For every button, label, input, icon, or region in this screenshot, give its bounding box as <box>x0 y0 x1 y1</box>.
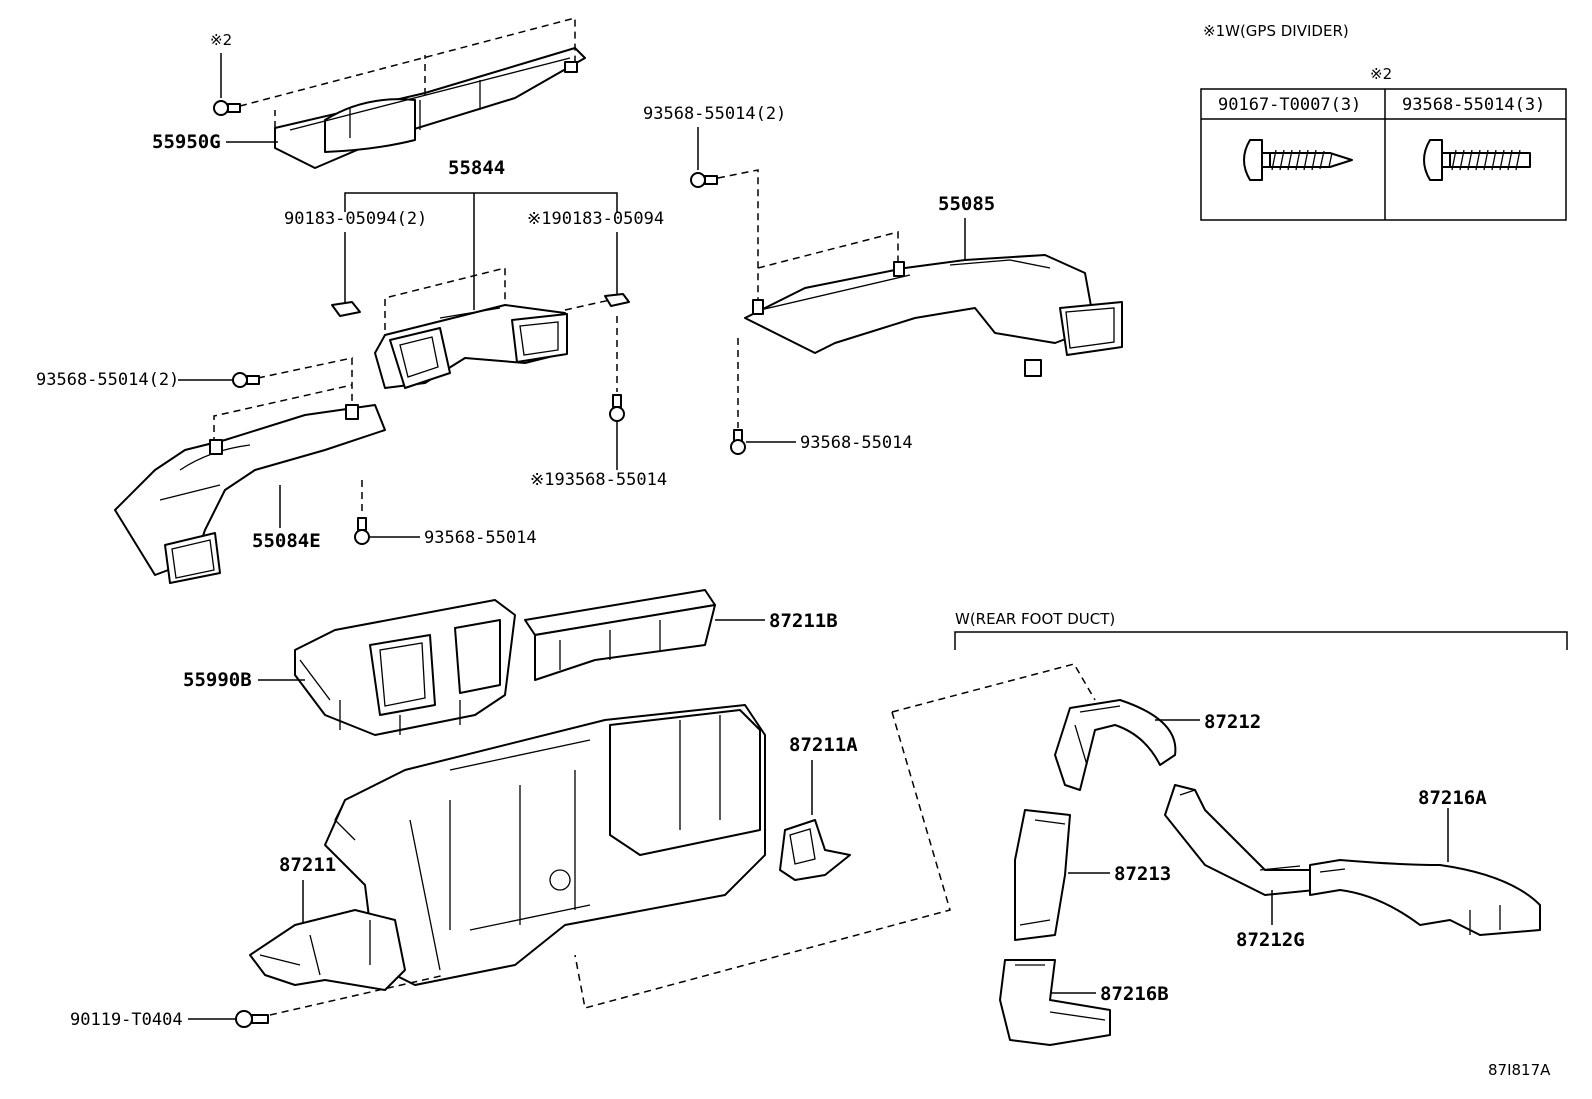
label-87211A: 87211A <box>789 734 858 756</box>
label-90119-T0404: 90119-T0404 <box>70 1010 183 1030</box>
part-87216B <box>999 959 1111 1046</box>
label-90183-05094-2: 90183-05094(2) <box>284 209 427 229</box>
part-87211A <box>779 819 851 881</box>
part-87213 <box>1014 809 1071 941</box>
legend-table <box>1200 88 1567 221</box>
label-87216A: 87216A <box>1418 787 1487 809</box>
part-55990B <box>294 599 516 736</box>
part-55084E-duct <box>114 404 386 584</box>
label-note2-top: ※2 <box>210 31 232 49</box>
legend-note: ※2 <box>1370 65 1392 83</box>
label-55990B: 55990B <box>183 669 252 691</box>
part-87216A <box>1309 859 1541 936</box>
label-55085: 55085 <box>938 193 995 215</box>
label-1-90183-05094: ※190183-05094 <box>527 209 664 229</box>
part-hvac-unit <box>324 704 766 986</box>
bolt-icon <box>730 429 746 455</box>
label-rear-foot-duct: W(REAR FOOT DUCT) <box>955 610 1115 628</box>
label-93568-55014-2-top: 93568-55014(2) <box>643 104 786 124</box>
legend-col1: 90167-T0007(3) <box>1218 95 1361 115</box>
label-55084E: 55084E <box>252 530 321 552</box>
tapping-screw-icon <box>1243 139 1353 181</box>
label-87212: 87212 <box>1204 711 1261 733</box>
bolt-icon <box>609 394 625 422</box>
bolt-icon <box>354 517 370 545</box>
bolt-icon <box>213 100 241 116</box>
part-55844-duct <box>374 304 568 389</box>
label-87213: 87213 <box>1114 863 1171 885</box>
part-55950G-duct <box>274 47 586 169</box>
label-93568-55014-low: 93568-55014 <box>424 528 537 548</box>
label-55844: 55844 <box>448 157 505 179</box>
part-87211 <box>249 909 406 991</box>
label-93568-55014-right: 93568-55014 <box>800 433 913 453</box>
label-93568-55014-2-left: 93568-55014(2) <box>36 370 179 390</box>
clip-icon <box>331 293 630 317</box>
bolt-icon <box>235 1010 269 1028</box>
part-87212 <box>1054 699 1177 791</box>
bolt-icon <box>690 172 718 188</box>
part-87211B <box>524 589 716 681</box>
part-87212G <box>1164 784 1316 896</box>
diagram-code: 87I817A <box>1488 1061 1551 1079</box>
machine-screw-icon <box>1423 139 1531 181</box>
label-87212G: 87212G <box>1236 929 1305 951</box>
label-87216B: 87216B <box>1100 983 1169 1005</box>
legend-gps-divider: ※1W(GPS DIVIDER) ※2 90167-T0007(3) 93568… <box>1200 22 1567 221</box>
legend-col2: 93568-55014(3) <box>1402 95 1545 115</box>
bolt-icon <box>232 372 260 388</box>
label-1-93568-55014: ※193568-55014 <box>530 470 667 490</box>
part-55085-duct <box>744 254 1123 377</box>
label-55950G: 55950G <box>152 131 221 153</box>
legend-title: ※1W(GPS DIVIDER) <box>1203 22 1349 40</box>
label-87211B: 87211B <box>769 610 838 632</box>
label-87211: 87211 <box>279 854 336 876</box>
